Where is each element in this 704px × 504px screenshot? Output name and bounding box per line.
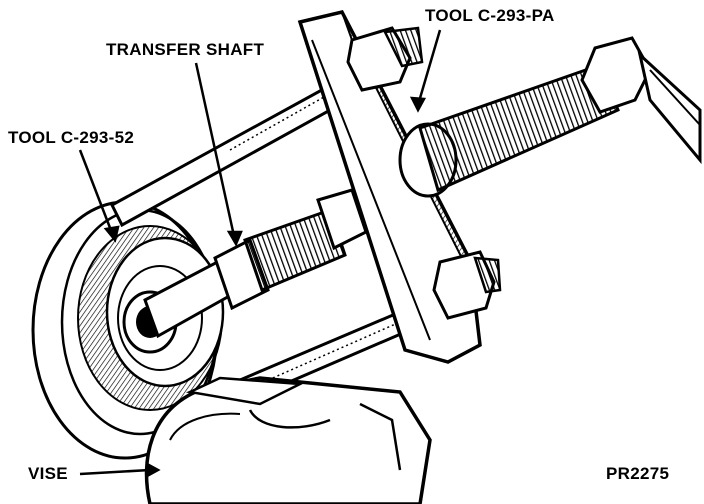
vise xyxy=(144,376,432,504)
arrow-transfer-shaft xyxy=(226,230,243,247)
upper-nut xyxy=(346,26,424,92)
leader-vise xyxy=(79,468,151,476)
label-transfer-shaft: TRANSFER SHAFT xyxy=(106,40,265,59)
label-tool-c293pa: TOOL C-293-PA xyxy=(425,6,555,25)
label-tool-c29352: TOOL C-293-52 xyxy=(8,128,135,147)
leader-tool-c293pa xyxy=(416,29,442,106)
transfer-shaft xyxy=(143,188,368,339)
lower-nut xyxy=(432,250,502,320)
upper-rod xyxy=(110,78,355,228)
arrow-tool-c29352 xyxy=(103,225,120,243)
wrench-handle xyxy=(580,36,702,165)
arrow-vise xyxy=(145,461,161,479)
arrow-tool-c293pa xyxy=(409,96,427,113)
leader-transfer-shaft xyxy=(194,62,236,237)
figure-id: PR2275 xyxy=(606,464,670,483)
label-vise: VISE xyxy=(28,464,68,483)
leader-lines xyxy=(78,29,442,479)
leader-tool-c29352 xyxy=(78,149,114,234)
